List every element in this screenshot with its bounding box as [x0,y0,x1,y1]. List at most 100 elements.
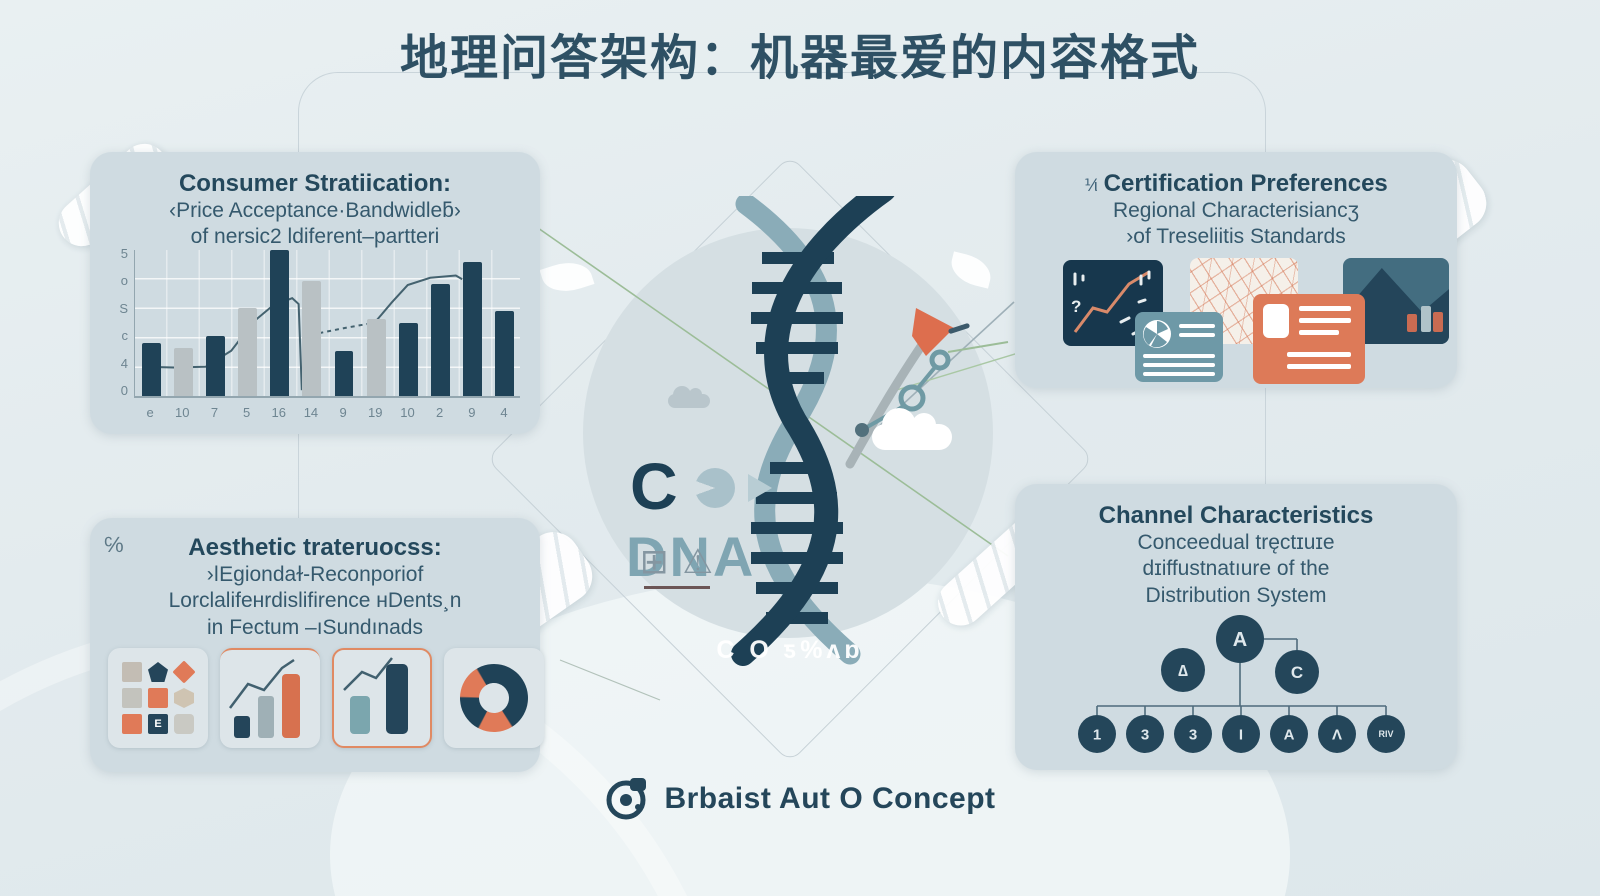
shape-grid: E [122,660,196,734]
trend-line [376,276,463,322]
aesthetic-line3: in Fectum –ıSundınads [207,615,423,639]
node-network-icon [855,341,1009,437]
icon-card-barchart-1 [220,648,320,748]
certificate-detail [1143,320,1215,376]
cloud-icon [872,408,952,450]
icon-card-donut [444,648,544,748]
y-tick: o [120,273,128,289]
org-node-child-label: 3 [1141,726,1149,743]
photo-bar [1433,312,1443,332]
x-tick: e [146,405,154,420]
channel-line1: Conceedual tręctɪuɪe [1137,531,1335,554]
id-card [1253,294,1365,384]
org-node-child [1270,715,1308,753]
org-node-child [1222,715,1260,753]
photo-card [1343,258,1449,344]
mini-barchart-icon-2 [343,657,408,734]
grid-cell [174,714,194,734]
fraction-glyph: ⅟ι [1084,176,1098,195]
id-line [1299,306,1351,311]
consumer-line2: of nersic2 ldiferent–partteri [190,225,440,249]
y-tick: 4 [120,355,128,371]
org-node-root [1216,615,1264,663]
percent-glyph: ℅ [104,532,124,557]
org-node-child-label: I [1239,726,1243,743]
bar [430,283,450,396]
x-tick: 9 [339,405,347,420]
grid-cell-pentagon [148,662,168,682]
icon-card-shape-grid: E [108,648,208,748]
photo-bar [1407,314,1417,332]
org-node-child [1126,715,1164,753]
x-tick: 16 [271,405,286,420]
trend-line [311,323,372,335]
mini-barchart-icon [229,658,300,738]
grid-cell [122,714,142,734]
org-node-child [1174,715,1212,753]
x-tick: 5 [242,405,251,420]
id-photo-badge [1263,304,1289,338]
network-node [929,349,951,371]
camera-lens-icon [606,778,647,820]
photo-bar [1421,306,1431,332]
network-node [898,384,926,412]
warning-icon: ⚠ [682,543,727,581]
bar [238,308,258,396]
bar [174,347,193,396]
bar [142,343,161,396]
org-node-triangle [1161,648,1205,692]
bar [462,261,482,396]
aesthetic-line2: Lorclalifeʜrdislifirence ʜDents¸n [168,589,462,613]
certification-heading-text: Certification Preferences [1103,170,1388,197]
pie-dot-icon [695,468,735,508]
cloud-icon-small [668,386,710,408]
brand-name: Brbaist Aut O Concept [664,782,996,815]
underline-decoration [644,586,710,589]
x-tick: 2 [436,405,444,420]
grid-cell-diamond [172,660,196,684]
network-node [855,423,869,437]
certification-heading: ⅟ι Certification Preferences [1015,170,1457,198]
bar [270,250,290,396]
x-tick: 4 [500,405,508,420]
aesthetic-line1: ›ǀEgiondaɫ-Reconporiof [206,563,424,586]
x-tick: 14 [303,405,319,420]
certificate-card [1135,312,1223,382]
org-node-child [1318,715,1356,753]
x-tick: 7 [210,405,219,420]
network-edge [916,364,938,390]
channel-heading: Channel Characteristics [1098,502,1374,529]
grid-cell-hex [174,688,194,708]
play-triangle-icon [748,474,772,502]
org-node-child [1367,715,1405,753]
bar [302,280,322,396]
panel-consumer-stratification: Consumer Stratiication: ‹Price Acceptanc… [90,152,540,434]
arrow-shaft [845,337,929,469]
bar [334,350,354,396]
org-node-child-label: A [1284,726,1295,743]
grid-cell [122,662,142,682]
org-node-triangle-label: ∆ [1178,663,1188,680]
id-line [1299,330,1339,335]
x-tick: 19 [368,405,383,420]
x-tick: 9 [468,405,476,420]
panel-aesthetic-preferences: ℅ Aesthetic trateruocss: ›ǀEgiondaɫ-Reco… [90,518,544,772]
y-tick: c [121,328,129,344]
id-line [1287,352,1351,357]
page-title: 地理问答架构：机器最爱的内容格式 [399,32,1200,85]
growth-arrow-icon [845,308,954,469]
id-line [1287,364,1351,369]
y-tick: S [119,300,128,316]
x-tick: 10 [400,405,415,420]
org-node-root-label: A [1233,629,1247,651]
org-node-child-label: 3 [1189,726,1197,743]
bar [494,311,514,396]
bar [206,336,226,396]
x-tick: 10 [175,405,190,420]
dna-helix-icon [731,196,895,666]
network-edge [947,341,1009,353]
